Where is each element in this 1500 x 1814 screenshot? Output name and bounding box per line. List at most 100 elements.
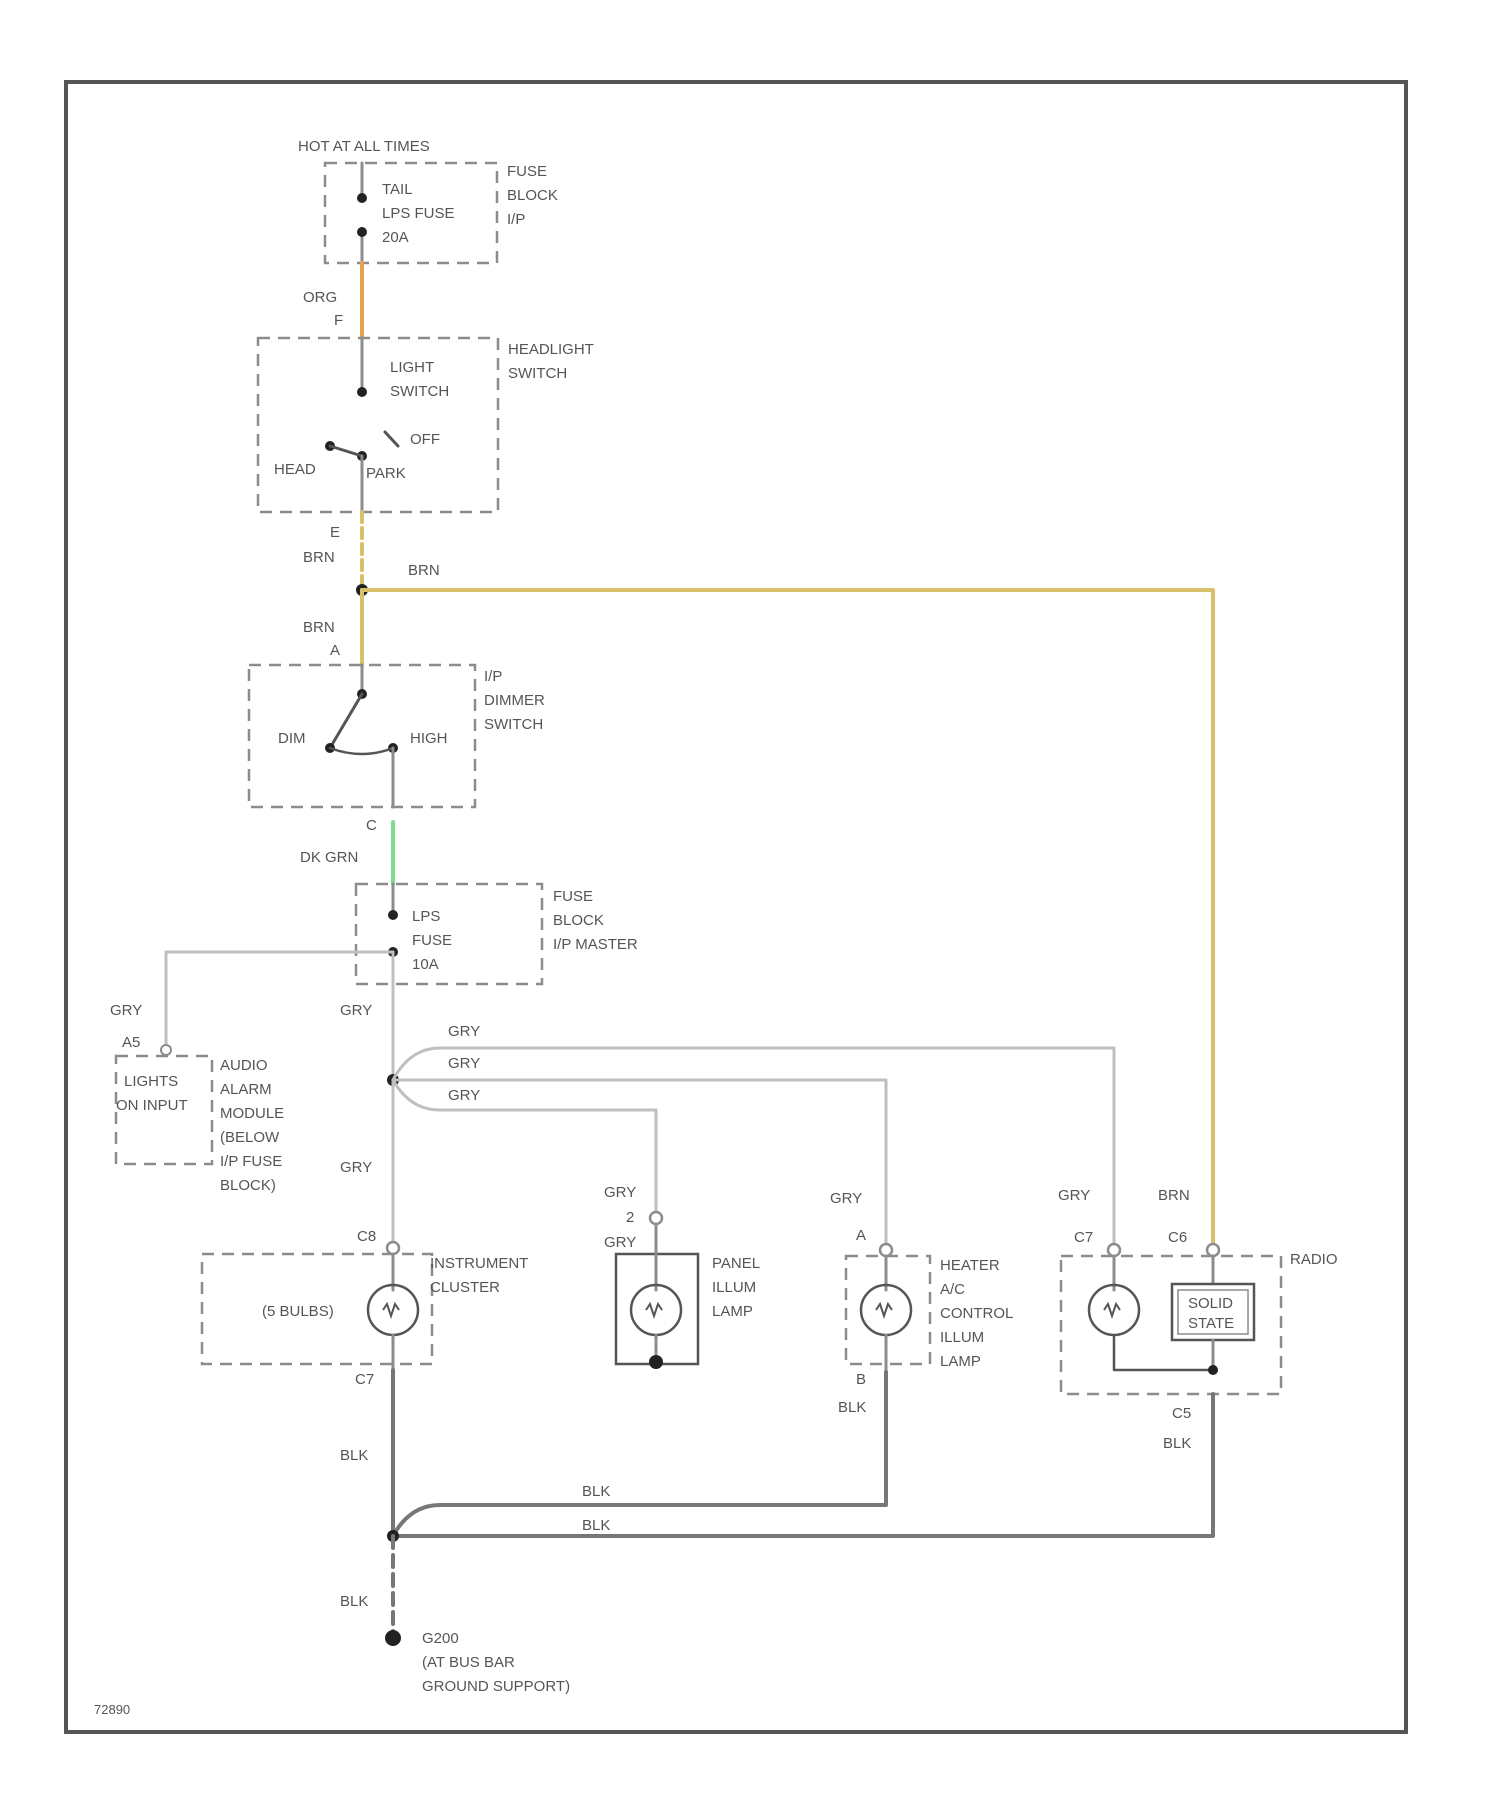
fuse-block-label: I/P [507, 211, 525, 228]
wire-label-gry: GRY [110, 1002, 142, 1019]
radio-pin-c7: C7 [1074, 1229, 1093, 1246]
audio-input-terminal [161, 1045, 171, 1055]
cluster-title: CLUSTER [430, 1279, 500, 1296]
cluster-title: INSTRUMENT [430, 1255, 528, 1272]
ground-label: GROUND SUPPORT) [422, 1678, 570, 1695]
headlight-switch-title: HEADLIGHT [508, 341, 594, 358]
dimmer-switch-title: DIMMER [484, 692, 545, 709]
heater-title: CONTROL [940, 1305, 1013, 1322]
fuse2-line: 10A [412, 956, 439, 973]
panel-connector [650, 1212, 662, 1224]
wire-label-brn: BRN [303, 549, 335, 566]
fuse1-line: LPS FUSE [382, 205, 455, 222]
radio-connector-c7 [1108, 1244, 1120, 1256]
radio-connector-c6 [1207, 1244, 1219, 1256]
heater-title: A/C [940, 1281, 965, 1298]
panel-gry-label: GRY [604, 1234, 636, 1251]
wire-label-blk: BLK [1163, 1435, 1191, 1452]
light-switch-label: LIGHT [390, 359, 434, 376]
heater-pin-a: A [856, 1227, 866, 1244]
dimmer-pin-a: A [330, 642, 340, 659]
wire-label-blk: BLK [582, 1517, 610, 1534]
fuse-block-label: BLOCK [507, 187, 558, 204]
headlight-pin-f: F [334, 312, 343, 329]
power-source-label: HOT AT ALL TIMES [298, 138, 430, 155]
wire-label-blk: BLK [582, 1483, 610, 1500]
bulb-filament [646, 1304, 662, 1316]
diagram-frame [66, 82, 1406, 1732]
heater-connector [880, 1244, 892, 1256]
bulb-filament [383, 1304, 399, 1316]
dimmer-position-high: HIGH [410, 730, 448, 747]
panel-pin-label: GRY [604, 1184, 636, 1201]
dimmer-position-dim: DIM [278, 730, 306, 747]
switch-position-park: PARK [366, 465, 406, 482]
wire-label-blk: BLK [838, 1399, 866, 1416]
headlight-switch-title: SWITCH [508, 365, 567, 382]
wire-label-blk: BLK [340, 1593, 368, 1610]
ground-label: G200 [422, 1630, 459, 1647]
audio-module-label: BLOCK) [220, 1177, 276, 1194]
cluster-pin-c7: C7 [355, 1371, 374, 1388]
panel-ground-dot [649, 1355, 663, 1369]
audio-pin-a5: A5 [122, 1034, 140, 1051]
bulb-filament [876, 1304, 892, 1316]
heater-title: ILLUM [940, 1329, 984, 1346]
switch-position-off: OFF [410, 431, 440, 448]
audio-module-label: (BELOW [220, 1129, 280, 1146]
headlight-pin-e: E [330, 524, 340, 541]
heater-title: LAMP [940, 1353, 981, 1370]
audio-module-label: AUDIO [220, 1057, 268, 1074]
wire-gry-to-heater [393, 1080, 886, 1246]
switch-terminal-dot [357, 387, 367, 397]
dimmer-pin-c: C [366, 817, 377, 834]
solid-state-label: SOLID [1188, 1295, 1233, 1312]
wire-label-gry: GRY [448, 1023, 480, 1040]
solid-state-label: STATE [1188, 1315, 1234, 1332]
wire-label-gry: GRY [448, 1087, 480, 1104]
wire-label-gry: GRY [340, 1159, 372, 1176]
wire-label-gry: GRY [340, 1002, 372, 1019]
wire-gry-to-audio [166, 952, 393, 1048]
figure-id: 72890 [94, 1702, 130, 1717]
wire-label-gry: GRY [830, 1190, 862, 1207]
wire-blk-from-heater [393, 1372, 886, 1536]
fuse-terminal-dot [357, 227, 367, 237]
wire-label-brn: BRN [1158, 1187, 1190, 1204]
panel-pin-2: 2 [626, 1209, 634, 1226]
audio-module-label: I/P FUSE [220, 1153, 282, 1170]
heater-pin-b: B [856, 1371, 866, 1388]
fuse2-line: LPS [412, 908, 440, 925]
cluster-connector [387, 1242, 399, 1254]
wire-gry-to-radio [393, 1048, 1114, 1246]
dimmer-switch-title: SWITCH [484, 716, 543, 733]
wire-label-gry: GRY [1058, 1187, 1090, 1204]
fuse2-block-label: I/P MASTER [553, 936, 638, 953]
radio-pin-c5: C5 [1172, 1405, 1191, 1422]
switch-position-head: HEAD [274, 461, 316, 478]
wire-label-org: ORG [303, 289, 337, 306]
light-switch-label: SWITCH [390, 383, 449, 400]
dimmer-switch-title: I/P [484, 668, 502, 685]
radio-pin-c6: C6 [1168, 1229, 1187, 1246]
audio-input-label: ON INPUT [116, 1097, 188, 1114]
wire-label-dk-grn: DK GRN [300, 849, 358, 866]
radio-internal-splice [1208, 1365, 1218, 1375]
panel-title: ILLUM [712, 1279, 756, 1296]
wire-label-gry: GRY [448, 1055, 480, 1072]
wire-brn-to-radio [362, 590, 1213, 1248]
fuse1-line: 20A [382, 229, 409, 246]
wire-label-blk: BLK [340, 1447, 368, 1464]
cluster-bulbs-label: (5 BULBS) [262, 1303, 334, 1320]
wire-label-brn: BRN [303, 619, 335, 636]
fuse-terminal-dot [357, 193, 367, 203]
panel-title: PANEL [712, 1255, 760, 1272]
ground-point [385, 1630, 401, 1646]
audio-input-label: LIGHTS [124, 1073, 178, 1090]
wire-label-brn: BRN [408, 562, 440, 579]
radio-title: RADIO [1290, 1251, 1338, 1268]
heater-lamp-box [846, 1256, 930, 1364]
bulb-filament [1104, 1304, 1120, 1316]
ground-label: (AT BUS BAR [422, 1654, 515, 1671]
fuse1-line: TAIL [382, 181, 413, 198]
